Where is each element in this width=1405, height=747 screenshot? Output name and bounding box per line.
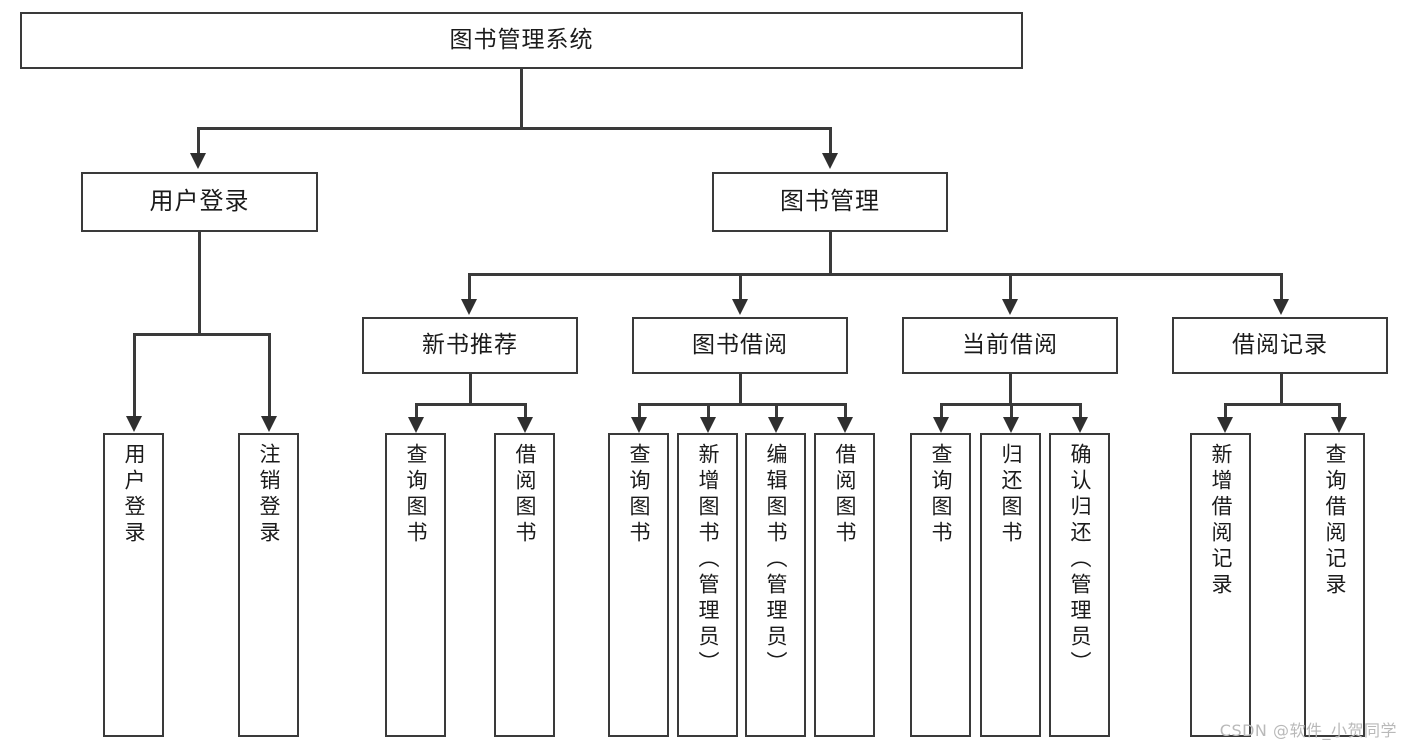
arrowhead-br-to-leaf-1 xyxy=(1217,417,1233,433)
leaf-current-borrow-confirm-return-admin[interactable]: 确认归还（管理员） xyxy=(1049,433,1110,737)
node-label: 图书管理系统 xyxy=(449,27,594,54)
arrowhead-br-to-leaf-2 xyxy=(1331,417,1347,433)
connector-cb-to-leaf-3 xyxy=(1079,403,1082,419)
node-book-borrow[interactable]: 图书借阅 xyxy=(632,317,848,374)
node-borrow-record[interactable]: 借阅记录 xyxy=(1172,317,1388,374)
node-label: 用户登录 xyxy=(122,443,146,547)
connector-borrow-record-bus xyxy=(1224,403,1340,406)
arrowhead-bm-to-borrow-record xyxy=(1273,299,1289,315)
node-label: 新书推荐 xyxy=(422,332,518,359)
arrowhead-user-login-to-leaf-2 xyxy=(261,416,277,432)
connector-book-management-stem xyxy=(829,232,832,273)
leaf-user-login-login[interactable]: 用户登录 xyxy=(103,433,164,737)
node-label: 编辑图书（管理员） xyxy=(764,443,788,677)
connector-bb-to-leaf-2 xyxy=(707,403,710,419)
connector-bm-to-current-borrow xyxy=(1009,273,1012,301)
node-label: 归还图书 xyxy=(999,443,1023,547)
arrowhead-bm-to-current-borrow xyxy=(1002,299,1018,315)
node-root-book-management-system[interactable]: 图书管理系统 xyxy=(20,12,1023,69)
arrowhead-root-to-book-management xyxy=(822,153,838,169)
leaf-borrow-record-add-record[interactable]: 新增借阅记录 xyxy=(1190,433,1251,737)
leaf-book-borrow-query-book[interactable]: 查询图书 xyxy=(608,433,669,737)
node-label: 借阅图书 xyxy=(833,443,857,547)
arrowhead-user-login-to-leaf-1 xyxy=(126,416,142,432)
connector-user-login-bus xyxy=(133,333,270,336)
connector-nb-to-leaf-2 xyxy=(524,403,527,419)
arrowhead-cb-to-leaf-2 xyxy=(1003,417,1019,433)
connector-bm-to-new-book xyxy=(468,273,471,301)
node-label: 查询图书 xyxy=(404,443,428,547)
node-new-book-recommend[interactable]: 新书推荐 xyxy=(362,317,578,374)
node-user-login[interactable]: 用户登录 xyxy=(81,172,318,232)
connector-bm-to-book-borrow xyxy=(739,273,742,301)
connector-root-to-user-login xyxy=(197,127,200,155)
node-label: 用户登录 xyxy=(149,187,250,216)
leaf-new-book-query-book[interactable]: 查询图书 xyxy=(385,433,446,737)
arrowhead-nb-to-leaf-2 xyxy=(517,417,533,433)
connector-br-to-leaf-2 xyxy=(1338,403,1341,419)
connector-borrow-record-stem xyxy=(1280,374,1283,403)
leaf-book-borrow-borrow-book[interactable]: 借阅图书 xyxy=(814,433,875,737)
connector-root-stem xyxy=(520,69,523,127)
connector-bb-to-leaf-4 xyxy=(844,403,847,419)
node-label: 新增借阅记录 xyxy=(1209,443,1233,599)
connector-bb-to-leaf-1 xyxy=(638,403,641,419)
connector-book-borrow-stem xyxy=(739,374,742,403)
connector-nb-to-leaf-1 xyxy=(415,403,418,419)
connector-book-borrow-bus xyxy=(638,403,846,406)
leaf-book-borrow-add-book-admin[interactable]: 新增图书（管理员） xyxy=(677,433,738,737)
node-label: 确认归还（管理员） xyxy=(1068,443,1092,677)
node-book-management[interactable]: 图书管理 xyxy=(712,172,948,232)
connector-current-borrow-stem xyxy=(1009,374,1012,403)
node-label: 注销登录 xyxy=(257,443,281,547)
leaf-current-borrow-query-book[interactable]: 查询图书 xyxy=(910,433,971,737)
connector-root-bus xyxy=(197,127,831,130)
node-label: 图书借阅 xyxy=(692,332,788,359)
node-label: 借阅记录 xyxy=(1232,332,1328,359)
node-label: 查询图书 xyxy=(627,443,651,547)
node-label: 当前借阅 xyxy=(962,332,1058,359)
node-label: 新增图书（管理员） xyxy=(696,443,720,677)
arrowhead-bm-to-book-borrow xyxy=(732,299,748,315)
connector-cb-to-leaf-2 xyxy=(1010,403,1013,419)
connector-bb-to-leaf-3 xyxy=(775,403,778,419)
arrowhead-cb-to-leaf-3 xyxy=(1072,417,1088,433)
node-label: 查询图书 xyxy=(929,443,953,547)
connector-root-to-book-management xyxy=(829,127,832,155)
connector-cb-to-leaf-1 xyxy=(940,403,943,419)
node-current-borrow[interactable]: 当前借阅 xyxy=(902,317,1118,374)
connector-user-login-stem xyxy=(198,232,201,333)
connector-new-book-stem xyxy=(469,374,472,403)
csdn-watermark: CSDN @软件_小贺同学 xyxy=(1219,721,1397,740)
connector-new-book-bus xyxy=(415,403,527,406)
leaf-borrow-record-query-record[interactable]: 查询借阅记录 xyxy=(1304,433,1365,737)
connector-br-to-leaf-1 xyxy=(1224,403,1227,419)
arrowhead-cb-to-leaf-1 xyxy=(933,417,949,433)
arrowhead-bb-to-leaf-3 xyxy=(768,417,784,433)
connector-user-login-to-leaf-2 xyxy=(268,333,271,418)
connector-book-management-bus xyxy=(468,273,1280,276)
connector-user-login-to-leaf-1 xyxy=(133,333,136,418)
leaf-new-book-borrow-book[interactable]: 借阅图书 xyxy=(494,433,555,737)
leaf-user-login-logout[interactable]: 注销登录 xyxy=(238,433,299,737)
arrowhead-bb-to-leaf-4 xyxy=(837,417,853,433)
node-label: 图书管理 xyxy=(780,187,880,216)
arrowhead-bb-to-leaf-1 xyxy=(631,417,647,433)
leaf-book-borrow-edit-book-admin[interactable]: 编辑图书（管理员） xyxy=(745,433,806,737)
arrowhead-root-to-user-login xyxy=(190,153,206,169)
connector-bm-to-borrow-record xyxy=(1280,273,1283,301)
arrowhead-nb-to-leaf-1 xyxy=(408,417,424,433)
node-label: 查询借阅记录 xyxy=(1323,443,1347,599)
arrowhead-bb-to-leaf-2 xyxy=(700,417,716,433)
leaf-current-borrow-return-book[interactable]: 归还图书 xyxy=(980,433,1041,737)
node-label: 借阅图书 xyxy=(513,443,537,547)
arrowhead-bm-to-new-book xyxy=(461,299,477,315)
